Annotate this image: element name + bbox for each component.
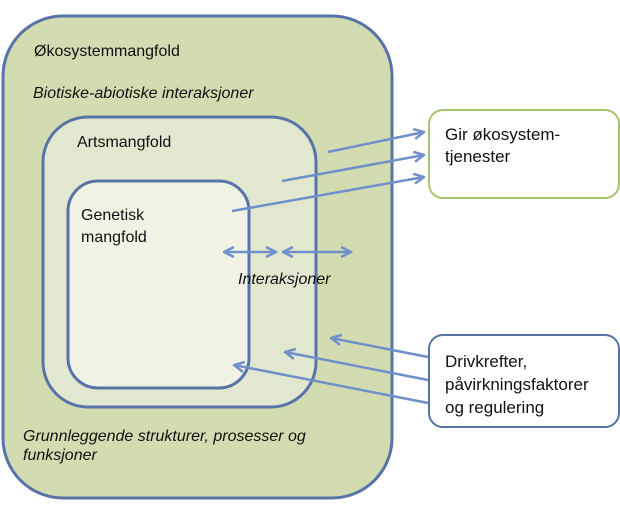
drivers-box — [428, 334, 620, 428]
genetic-diversity-title-line1: Genetisk — [81, 207, 145, 224]
drivers-line1: Drivkrefter, — [445, 352, 528, 371]
genetic-diversity-box — [66, 179, 251, 390]
species-diversity-title: Artsmangfold — [77, 134, 172, 151]
footer-line2: funksjoner — [23, 447, 97, 464]
drivers-line3: og regulering — [445, 398, 545, 417]
arrow-drivers-to-genetic — [234, 365, 429, 405]
genetic-diversity-title-line2: mangfold — [81, 229, 147, 246]
arrow-genetic-to-services — [231, 177, 424, 213]
interactions-label: Interaksjoner — [238, 271, 331, 288]
biotic-abiotic-label: Biotiske-abiotiske interaksjoner — [33, 85, 254, 102]
arrow-ecosystem-to-services — [327, 132, 424, 154]
services-line2: tjenester — [445, 147, 511, 166]
ecosystem-services-box — [428, 109, 620, 199]
drivers-line2: påvirkningsfaktorer — [445, 375, 589, 394]
ecosystem-diversity-title: Økosystemmangfold — [34, 43, 180, 60]
arrow-species-to-services — [281, 155, 424, 183]
footer-line1: Grunnleggende strukturer, prosesser og — [23, 428, 306, 445]
arrow-drivers-to-species — [285, 352, 429, 382]
services-line1: Gir økosystem- — [445, 125, 561, 144]
arrow-drivers-to-ecosystem — [331, 338, 429, 359]
